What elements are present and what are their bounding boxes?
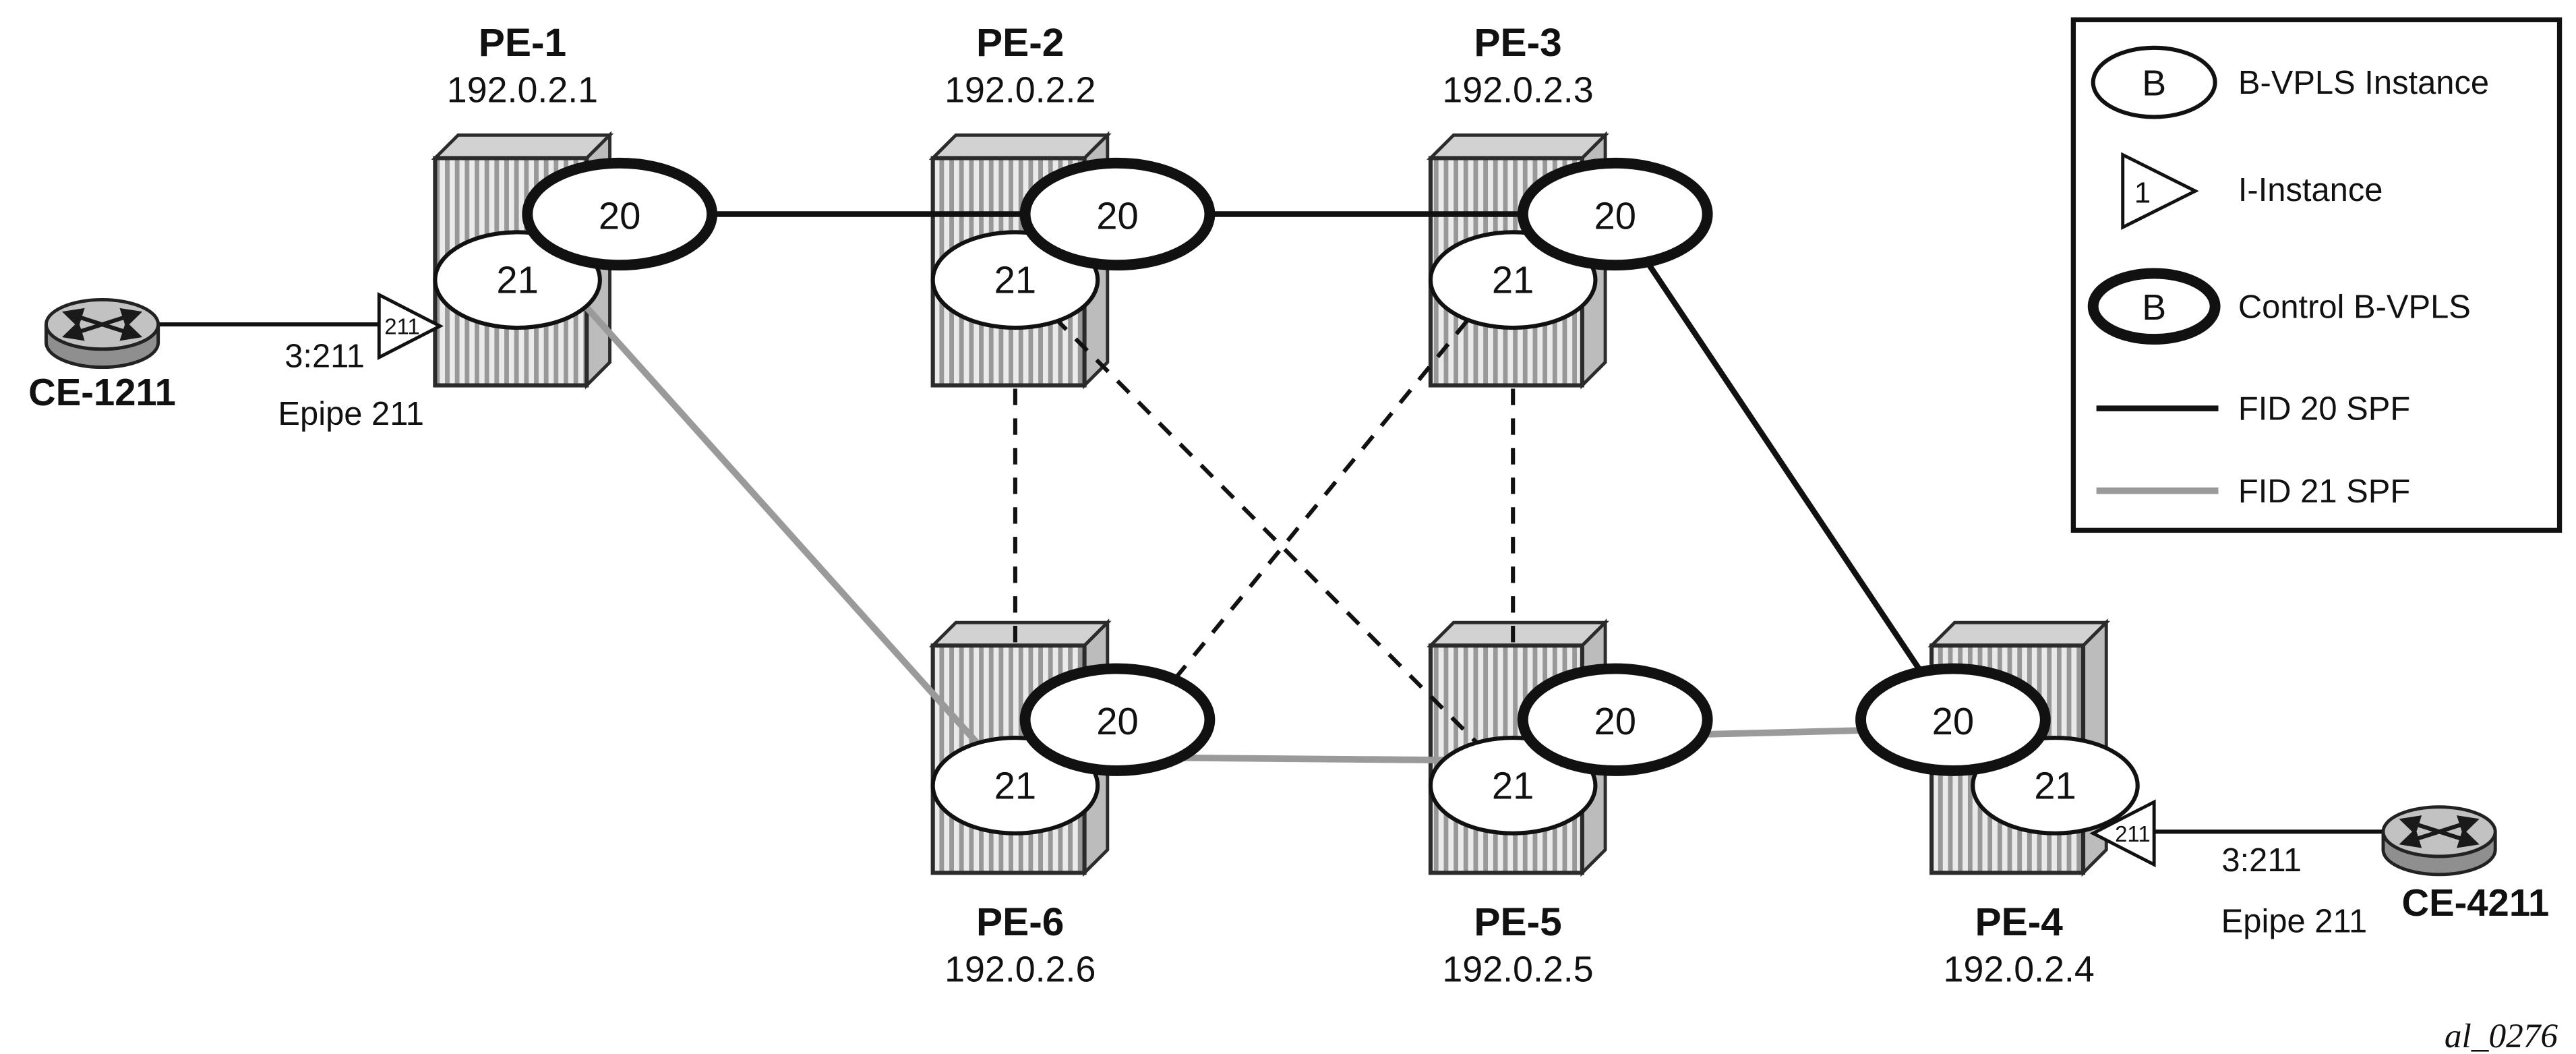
i-instance-label: 211 — [384, 314, 420, 339]
b-vpls-21-label: 21 — [2034, 764, 2076, 807]
legend-item-fid20-spf: FID 20 SPF — [2096, 391, 2410, 428]
router-icon — [2381, 805, 2497, 877]
control-b-vpls-20-ellipse — [1517, 157, 1713, 271]
pe-2-vpls-instances: 21 20 — [930, 157, 1216, 330]
legend-item-label: I-Instance — [2238, 172, 2383, 208]
b-vpls-21-label: 21 — [1492, 764, 1534, 807]
epipe-label: Epipe 211 — [2221, 903, 2368, 939]
control-b-vpls-20-ellipse — [1019, 663, 1216, 776]
legend-item-i-instance: 1 I-Instance — [2121, 152, 2383, 230]
dashed-link-pe3-pe6 — [1151, 320, 1469, 707]
control-b-vpls-20-label: 20 — [1096, 700, 1139, 742]
sap-label: 3:211 — [2221, 842, 2302, 879]
b-vpls-21-label: 21 — [994, 764, 1037, 807]
links-layer — [574, 211, 1956, 788]
fid20-link-pe3-pe4 — [1613, 212, 1956, 722]
node-name: PE-6 — [976, 900, 1064, 944]
ce-name: CE-1211 — [28, 371, 176, 413]
control-b-vpls-20-ellipse — [1855, 663, 2051, 776]
i-instance-label: 211 — [2115, 821, 2151, 846]
chassis-top-face — [431, 133, 614, 160]
control-b-vpls-20-ellipse — [1517, 663, 1713, 776]
b-vpls-21-label: 21 — [496, 259, 539, 301]
node-ip: 192.0.2.1 — [447, 69, 598, 110]
router-arrows-icon — [2399, 815, 2480, 848]
b-vpls-21-label: 21 — [994, 259, 1037, 301]
legend-symbol-text: B — [2142, 63, 2166, 104]
legend-item-b-vpls-instance: B B-VPLS Instance — [2091, 45, 2489, 119]
pe-3-vpls-instances: 21 20 — [1428, 157, 1713, 330]
node-name: PE-2 — [976, 21, 1064, 65]
pe-1-vpls-instances: 21 20 — [433, 157, 718, 330]
fid21-link-pe1-pe6 — [574, 294, 1018, 788]
node-name: PE-1 — [479, 21, 566, 65]
b-vpls-21-label: 21 — [1492, 259, 1534, 301]
node-ip: 192.0.2.6 — [945, 949, 1096, 990]
control-b-vpls-20-label: 20 — [599, 194, 641, 237]
chassis-top-face — [928, 133, 1112, 160]
legend-item-label: FID 21 SPF — [2238, 473, 2410, 510]
figure-id: al_0276 — [2445, 1017, 2558, 1054]
ce-node-ce-1211: CE-1211 3:211 211 Epipe 211 — [28, 292, 444, 432]
i-instance-triangle-icon — [2121, 152, 2199, 230]
control-b-vpls-20-label: 20 — [1096, 194, 1139, 237]
ce-node-ce-4211: CE-4211 3:211 211 Epipe 211 — [2089, 799, 2549, 939]
sap-label: 3:211 — [284, 339, 365, 375]
dashed-link-pe2-pe5 — [1053, 316, 1485, 751]
epipe-label: Epipe 211 — [278, 396, 424, 432]
b-vpls-ellipse-icon — [2091, 45, 2217, 119]
legend-item-control-b-vpls: B Control B-VPLS — [2087, 268, 2471, 345]
node-name: PE-5 — [1474, 900, 1561, 944]
chassis-top-face — [1427, 620, 1609, 647]
node-ip: 192.0.2.4 — [1944, 949, 2095, 990]
router-arrows-icon — [61, 308, 143, 341]
node-ip: 192.0.2.2 — [945, 69, 1096, 110]
i-instance-triangle — [377, 292, 444, 360]
pe-5-vpls-instances: 21 20 — [1428, 663, 1713, 836]
legend-symbol-text: 1 — [2134, 176, 2151, 209]
node-name: PE-3 — [1474, 21, 1561, 65]
control-b-vpls-20-label: 20 — [1594, 700, 1636, 742]
legend-item-fid21-spf: FID 21 SPF — [2096, 473, 2410, 510]
legend-item-label: B-VPLS Instance — [2238, 65, 2489, 101]
control-b-vpls-20-label: 20 — [1932, 700, 1975, 742]
node-ip: 192.0.2.5 — [1442, 949, 1593, 990]
chassis-top-face — [928, 620, 1112, 647]
control-b-vpls-ellipse-icon — [2087, 268, 2221, 345]
node-ip: 192.0.2.3 — [1442, 69, 1593, 110]
ce-name: CE-4211 — [2401, 881, 2549, 924]
i-instance-triangle — [2089, 799, 2156, 868]
pe-4-vpls-instances: 21 20 — [1855, 663, 2140, 836]
legend-symbol-text: B — [2142, 287, 2166, 328]
legend: B B-VPLS Instance 1 I-Instance B Control… — [2070, 17, 2563, 533]
legend-item-label: FID 20 SPF — [2238, 391, 2410, 428]
control-b-vpls-20-ellipse — [522, 157, 718, 271]
router-icon — [44, 298, 160, 370]
legend-item-label: Control B-VPLS — [2238, 289, 2471, 325]
control-b-vpls-20-label: 20 — [1594, 194, 1636, 237]
node-name: PE-4 — [1975, 900, 2064, 944]
control-b-vpls-20-ellipse — [1019, 157, 1216, 271]
chassis-top-face — [1427, 133, 1609, 160]
pe-6-vpls-instances: 21 20 — [930, 663, 1216, 836]
chassis-top-face — [1927, 620, 2111, 647]
